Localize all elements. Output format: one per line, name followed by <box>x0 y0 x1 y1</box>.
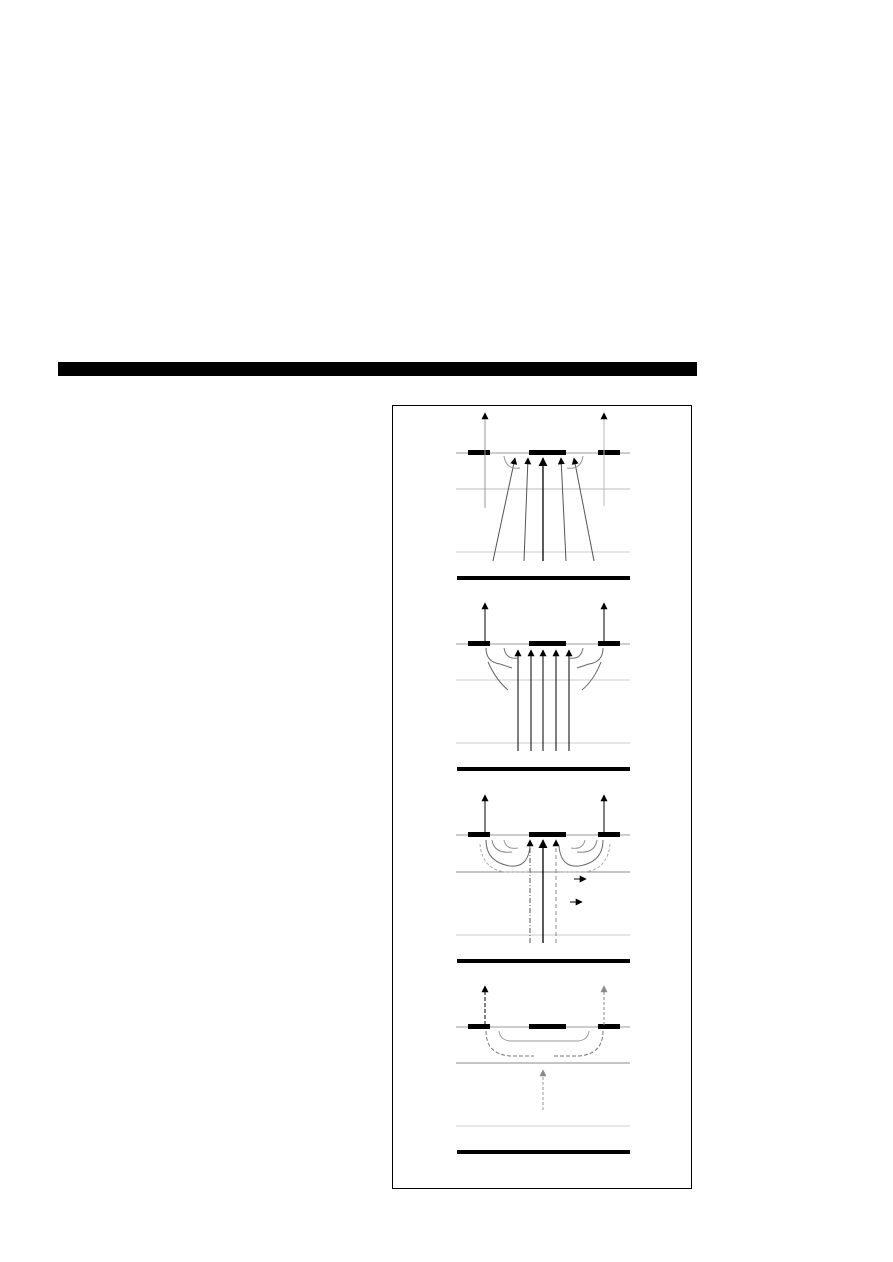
panel-2 <box>456 602 630 771</box>
panel-3 <box>456 794 630 963</box>
header-bar <box>58 362 697 376</box>
panel-1 <box>456 412 630 580</box>
figure-frame <box>392 405 692 1189</box>
panel-4 <box>456 985 630 1154</box>
